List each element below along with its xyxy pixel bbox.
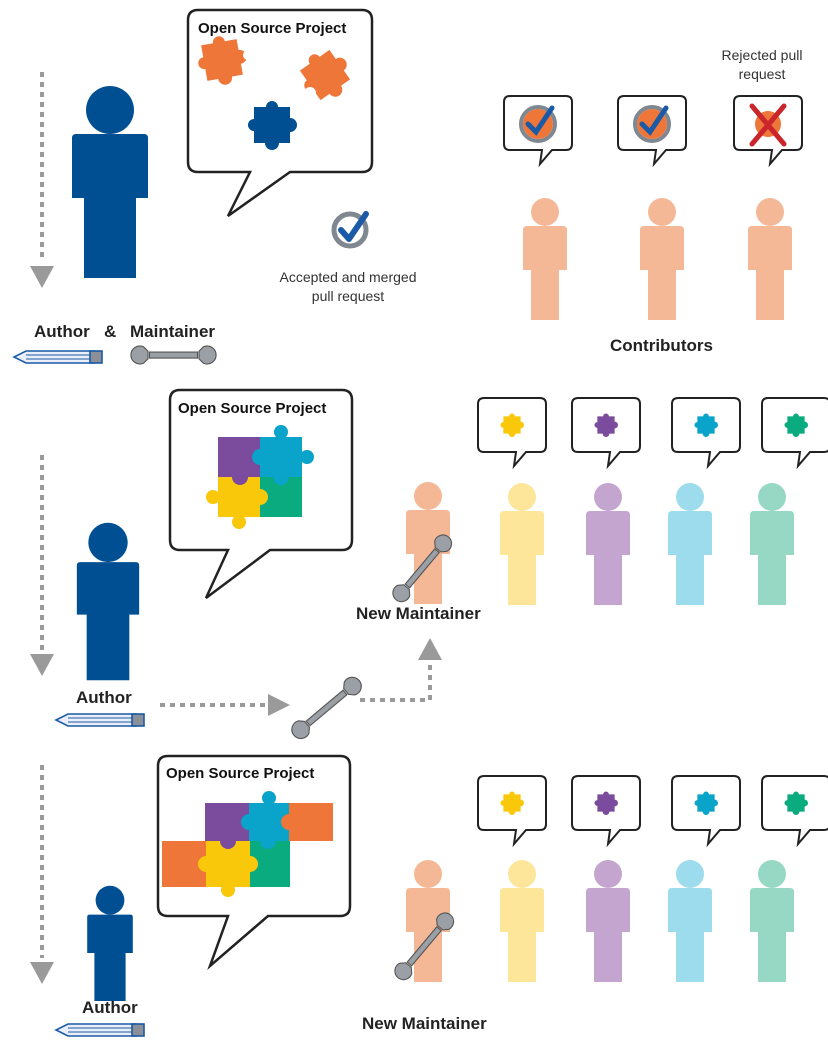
reject-x-icon bbox=[749, 103, 787, 147]
author-person-icon bbox=[76, 522, 140, 681]
puzzle-piece-icon bbox=[162, 791, 333, 897]
author-label: Author bbox=[82, 998, 138, 1017]
bubble-title: Open Source Project bbox=[178, 400, 327, 417]
accepted-pr-bubble bbox=[503, 95, 573, 165]
arrowhead-icon bbox=[30, 654, 54, 676]
rejected-pr-label-line1: Rejected pull bbox=[721, 47, 803, 63]
rejected-pr-label: Rejected pull request bbox=[712, 46, 812, 84]
contributor-person-icon bbox=[500, 860, 794, 982]
accepted-pr-label-line1: Accepted and merged bbox=[279, 269, 417, 285]
check-icon bbox=[331, 211, 369, 249]
author-person-icon bbox=[72, 86, 148, 278]
accepted-pr-label: Accepted and merged pull request bbox=[258, 268, 438, 306]
contribution-bubble bbox=[477, 397, 828, 467]
bubble-title: Open Source Project bbox=[166, 765, 315, 782]
pencil-icon bbox=[55, 713, 145, 727]
new-maintainer-label: New Maintainer bbox=[356, 604, 481, 623]
arrowhead-icon bbox=[30, 962, 54, 984]
puzzle-piece-icon bbox=[206, 425, 314, 529]
contributor-person-icon bbox=[523, 198, 792, 320]
contributor-person-icon bbox=[500, 483, 794, 605]
author-label: Author bbox=[34, 322, 90, 341]
contribution-bubble bbox=[477, 775, 828, 845]
ampersand-label: & bbox=[104, 322, 117, 341]
wrench-icon bbox=[287, 673, 366, 743]
rejected-pr-label-line2: request bbox=[738, 66, 786, 82]
rejected-pr-bubble bbox=[733, 95, 803, 165]
new-maintainer-label: New Maintainer bbox=[362, 1014, 487, 1033]
maintainer-label: Maintainer bbox=[130, 322, 216, 341]
author-label: Author bbox=[76, 688, 132, 707]
contributors-label: Contributors bbox=[610, 336, 713, 355]
wrench-icon bbox=[130, 345, 217, 365]
pencil-icon bbox=[55, 1023, 145, 1037]
bubble-title: Open Source Project bbox=[198, 20, 347, 37]
pencil-icon bbox=[13, 350, 103, 364]
author-person-icon bbox=[87, 885, 133, 1001]
accepted-pr-label-line2: pull request bbox=[311, 288, 385, 304]
arrowhead-icon bbox=[30, 266, 54, 288]
dotted-arrow-icon bbox=[360, 658, 432, 702]
accepted-pr-bubble bbox=[617, 95, 687, 165]
